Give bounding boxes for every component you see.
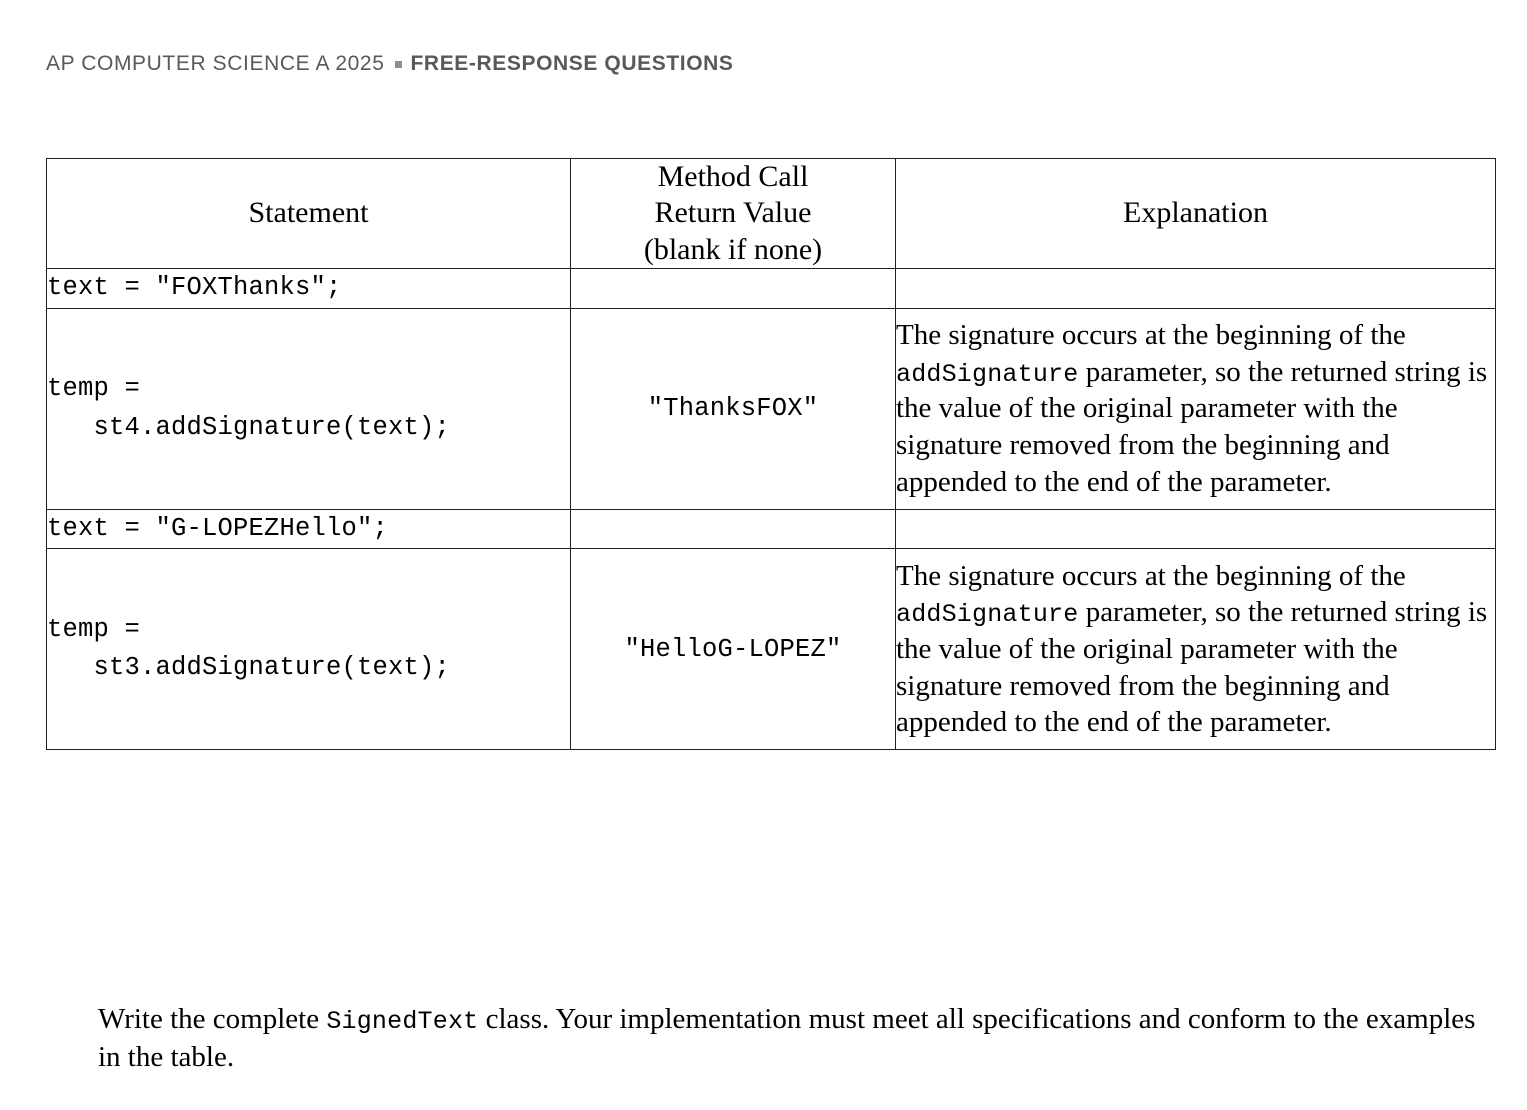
- explanation-text-pre: The signature occurs at the beginning of…: [896, 318, 1406, 351]
- small-square-separator-icon: [394, 60, 402, 68]
- closing-text-post: class. Your implementation must meet all…: [98, 1003, 1476, 1073]
- return-value-cell: [570, 508, 896, 550]
- statement-cell: text = "FOXThanks";: [46, 267, 571, 309]
- explanation-text-post: parameter, so the returned string is the…: [896, 355, 1488, 498]
- table-row: text = "G-LOPEZHello";: [46, 508, 1496, 550]
- explanation-text-pre: The signature occurs at the beginning of…: [896, 559, 1406, 592]
- statement-line-2: st3.addSignature(text);: [47, 653, 451, 683]
- closing-text-pre: Write the complete: [98, 1003, 327, 1035]
- explanation-code-term: addSignature: [896, 600, 1079, 630]
- statement-cell: temp = st3.addSignature(text);: [46, 548, 571, 751]
- explanation-cell: [895, 267, 1496, 309]
- table-row: temp = st4.addSignature(text); "ThanksFO…: [46, 307, 1496, 510]
- explanation-text-post: parameter, so the returned string is the…: [896, 596, 1488, 739]
- table-row: text = "FOXThanks";: [46, 267, 1496, 309]
- explanation-cell: [895, 508, 1496, 550]
- column-header-statement: Statement: [46, 158, 571, 269]
- exam-name: AP COMPUTER SCIENCE A 2025: [46, 52, 385, 75]
- return-value-cell: [570, 267, 896, 309]
- table-row: temp = st3.addSignature(text); "HelloG-L…: [46, 548, 1496, 751]
- return-header-line3: (blank if none): [643, 232, 823, 266]
- section-name: FREE-RESPONSE QUESTIONS: [410, 52, 734, 75]
- column-header-explanation: Explanation: [895, 158, 1496, 269]
- return-header-line1: Method Call: [657, 160, 809, 193]
- return-value-cell: "HelloG-LOPEZ": [570, 548, 896, 751]
- table-header-row: Statement Method Call Return Value (blan…: [46, 158, 1496, 269]
- return-value-cell: "ThanksFOX": [570, 307, 896, 510]
- return-header-line2: Return Value: [654, 196, 812, 230]
- statement-cell: temp = st4.addSignature(text);: [46, 307, 571, 510]
- statement-line-2: st4.addSignature(text);: [47, 412, 451, 442]
- closing-instruction-paragraph: Write the complete SignedText class. You…: [98, 1001, 1488, 1076]
- explanation-cell: The signature occurs at the beginning of…: [895, 307, 1496, 510]
- statement-line-1: temp =: [47, 614, 141, 644]
- examples-table: Statement Method Call Return Value (blan…: [46, 158, 1496, 751]
- explanation-code-term: addSignature: [896, 359, 1079, 389]
- closing-class-name: SignedText: [326, 1007, 479, 1036]
- statement-line-1: temp =: [47, 373, 141, 403]
- column-header-return-value: Method Call Return Value (blank if none): [570, 158, 896, 269]
- running-header: AP COMPUTER SCIENCE A 2025 FREE-RESPONSE…: [46, 52, 734, 76]
- statement-cell: text = "G-LOPEZHello";: [46, 508, 571, 550]
- explanation-cell: The signature occurs at the beginning of…: [895, 548, 1496, 751]
